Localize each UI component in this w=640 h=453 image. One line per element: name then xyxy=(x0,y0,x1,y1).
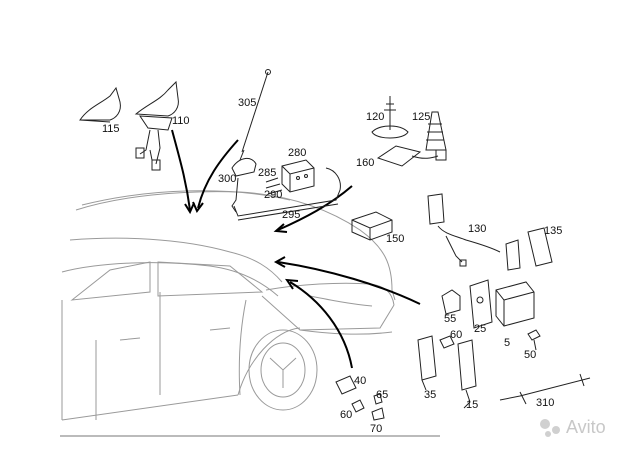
antenna-rod-125 xyxy=(425,111,447,151)
watermark-dot xyxy=(552,426,560,434)
clip-55 xyxy=(441,289,461,315)
label-295: 295 xyxy=(282,209,300,221)
label-125: 125 xyxy=(412,111,430,123)
bracket-35 xyxy=(417,335,437,391)
screw-50 xyxy=(527,329,541,351)
label-55: 55 xyxy=(444,313,456,325)
amplifier-module-280 xyxy=(281,159,315,193)
label-115: 115 xyxy=(102,123,120,135)
label-135: 135 xyxy=(544,225,562,237)
module-150 xyxy=(351,211,393,241)
watermark-dot xyxy=(545,431,551,437)
antenna-base-300 xyxy=(231,158,257,213)
car-outline xyxy=(61,190,396,421)
bracket-130 xyxy=(427,193,501,267)
shark-fin-antenna-110 xyxy=(134,80,179,171)
rod-antenna-305 xyxy=(239,69,271,161)
label-285: 285 xyxy=(258,167,276,179)
part-labels: 115 110 305 120 125 280 285 290 300 295 … xyxy=(102,97,562,435)
label-70: 70 xyxy=(370,423,382,435)
label-290: 290 xyxy=(264,189,282,201)
label-65: 65 xyxy=(376,389,388,401)
label-150: 150 xyxy=(386,233,404,245)
roof-antenna-120 xyxy=(371,96,409,139)
cable-295 xyxy=(233,167,341,221)
label-35: 35 xyxy=(424,389,436,401)
connector-40 xyxy=(335,375,357,395)
label-25: 25 xyxy=(474,323,486,335)
nut-60 xyxy=(351,399,365,413)
screws-65-70 xyxy=(371,393,385,421)
watermark-text: Avito xyxy=(566,417,606,437)
bracket-25 xyxy=(469,279,493,329)
control-unit-5 xyxy=(495,281,535,327)
connectors-285-290 xyxy=(265,177,283,195)
label-160: 160 xyxy=(356,157,374,169)
label-15: 15 xyxy=(466,399,478,411)
label-120: 120 xyxy=(366,111,384,123)
label-280: 280 xyxy=(288,147,306,159)
label-310: 310 xyxy=(536,397,554,409)
shark-fin-antenna-115 xyxy=(79,86,121,123)
clip-60 xyxy=(439,335,455,349)
module-15 xyxy=(457,339,477,409)
antenna-pad-160 xyxy=(376,145,447,167)
label-5: 5 xyxy=(504,337,510,349)
module-135 xyxy=(505,227,553,271)
label-60-a: 60 xyxy=(450,329,462,341)
label-110: 110 xyxy=(172,115,190,127)
label-130: 130 xyxy=(468,223,486,235)
label-40: 40 xyxy=(354,375,366,387)
label-305: 305 xyxy=(238,97,256,109)
label-300: 300 xyxy=(218,173,236,185)
label-50: 50 xyxy=(524,349,536,361)
watermark: Avito xyxy=(540,417,606,437)
watermark-dots-icon xyxy=(540,419,550,429)
cable-310 xyxy=(499,373,591,405)
label-60-b: 60 xyxy=(340,409,352,421)
arrows xyxy=(171,129,421,369)
